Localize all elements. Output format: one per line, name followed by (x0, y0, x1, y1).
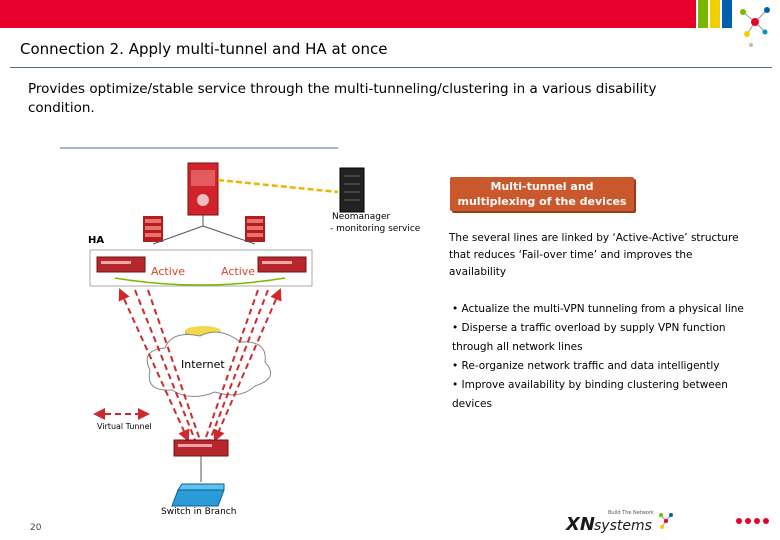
logo-mark-icon (659, 513, 673, 529)
neomanager-sublabel: - monitoring service (330, 224, 421, 234)
yellow-stripe (710, 0, 720, 28)
left-firewall-icon (143, 216, 163, 242)
logo-systems: systems (594, 518, 652, 534)
green-stripe (698, 0, 708, 28)
diagram-graphics (60, 147, 365, 507)
monitor-line (217, 178, 339, 194)
branch-vpn-device-icon (173, 439, 229, 457)
dot (745, 518, 751, 524)
feature-list: Actualize the multi-VPN tunneling from a… (452, 300, 762, 414)
description-text: The several lines are linked by ‘Active-… (449, 232, 739, 278)
tunnel-lines (93, 288, 282, 442)
xn-systems-logo: Build The Network XN systems (566, 510, 676, 538)
switch-icon (171, 483, 225, 507)
title-divider (10, 67, 772, 68)
page-number: 20 (30, 523, 42, 533)
feature-item: Re-organize network traffic and data int… (452, 357, 762, 376)
network-logo-icon (740, 7, 770, 47)
feature-banner: Multi-tunnel and multiplexing of the dev… (450, 177, 634, 211)
core-firewall-icon (187, 162, 219, 226)
feature-item: Improve availability by binding clusteri… (452, 376, 762, 414)
neomanager-label: Neomanager (332, 212, 391, 222)
right-vpn-device-icon (257, 256, 307, 273)
slide-subtitle: Provides optimize/stable service through… (28, 81, 657, 116)
left-vpn-device-icon (96, 256, 146, 273)
logo-tagline: Build The Network (608, 510, 654, 516)
ha-box (89, 249, 313, 287)
active-right-label: Active (221, 265, 256, 278)
blue-stripe (722, 0, 732, 28)
dot (763, 518, 769, 524)
slide-title: Connection 2. Apply multi-tunnel and HA … (20, 40, 388, 58)
ha-link (114, 277, 286, 286)
feature-item: Actualize the multi-VPN tunneling from a… (452, 300, 762, 319)
right-firewall-icon (245, 216, 265, 242)
neomanager-server-icon (339, 167, 365, 213)
color-stripes (698, 0, 734, 28)
network-diagram: Neomanager - monitoring service HA Activ… (0, 140, 440, 530)
banner-line-1: Multi-tunnel and (490, 180, 594, 193)
footer-dots (736, 518, 772, 524)
logo-xn: XN (566, 514, 595, 535)
router-label: Router (195, 336, 215, 343)
dot (754, 518, 760, 524)
virtual-tunnel-label: Virtual Tunnel (97, 422, 152, 431)
internet-label: Internet (181, 358, 225, 371)
banner-line-2: multiplexing of the devices (457, 195, 627, 208)
feature-item: Disperse a traffic overload by supply VP… (452, 319, 762, 357)
dot (736, 518, 742, 524)
top-red-bar (0, 0, 696, 28)
active-left-label: Active (151, 265, 186, 278)
switch-label: Switch in Branch (161, 507, 237, 517)
ha-label: HA (88, 235, 105, 246)
